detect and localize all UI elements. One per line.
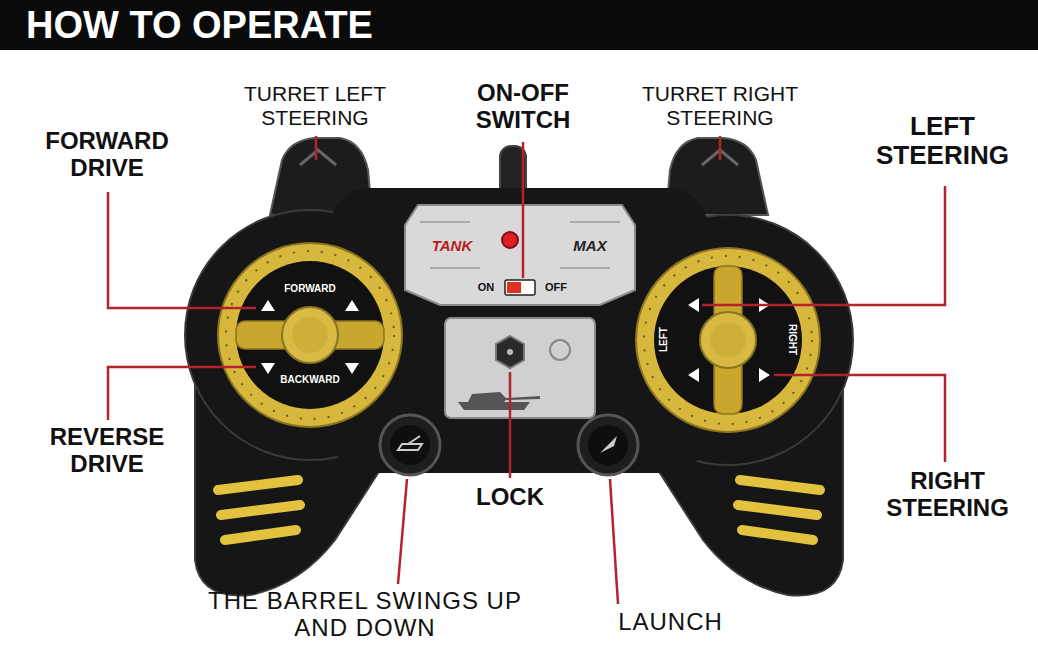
barrel-button: [380, 415, 440, 475]
right-stick: [636, 248, 820, 432]
leader-line: [522, 142, 525, 278]
direction-arrows: [688, 298, 770, 382]
callout-label: ON-OFF SWITCH: [458, 80, 588, 134]
knob-center: [710, 322, 746, 358]
direction-arrows: [261, 300, 359, 374]
leader-line: [509, 372, 512, 478]
leader-line: [315, 136, 318, 160]
switch-text: OFF: [538, 281, 574, 293]
top-panel: [405, 205, 635, 305]
button-text: BACKWARD: [265, 374, 355, 385]
left-ring-inner: [236, 261, 384, 409]
ring-ticks: [644, 256, 812, 424]
page-title: HOW TO OPERATE: [26, 3, 373, 47]
stripe: [740, 480, 820, 490]
barrel-icon: [398, 436, 422, 450]
stripe: [221, 505, 300, 515]
panel-emblem: [550, 340, 570, 360]
callout-label: LOCK: [455, 484, 565, 511]
callout-label: TURRET LEFT STEERING: [215, 82, 415, 129]
stripe: [225, 530, 296, 540]
grip-stripes: [218, 480, 820, 540]
launch-button: [578, 415, 638, 475]
callout-label: THE BARREL SWINGS UP AND DOWN: [205, 588, 525, 642]
ring-ticks: [226, 251, 394, 419]
stripe: [742, 530, 813, 540]
leader-line: [108, 367, 256, 420]
callout-label: RIGHT STEERING: [855, 468, 1038, 522]
bottom-panel: [445, 318, 595, 418]
left-knob: [282, 307, 338, 363]
switch-slider: [507, 282, 521, 293]
leader-line: [398, 479, 407, 584]
switch-text: ON: [470, 281, 502, 293]
bumper-arrow: [300, 150, 336, 165]
callout-label: LEFT STEERING: [850, 112, 1035, 170]
shell-icon: [600, 436, 617, 453]
button-face: [588, 425, 628, 465]
leader-line: [610, 479, 618, 604]
leader-line: [719, 136, 722, 160]
right-ring: [636, 248, 820, 432]
leader-lines: [108, 136, 945, 604]
title-bar: [0, 0, 1038, 50]
power-led: [502, 232, 518, 248]
stripe: [218, 480, 298, 490]
panel-text: MAX: [560, 238, 620, 255]
panel-text: TANK: [422, 238, 482, 255]
power-switch: [505, 280, 535, 295]
right-knob: [700, 312, 756, 368]
tank-icon: [458, 392, 540, 410]
button-face: [390, 425, 430, 465]
callout-label: LAUNCH: [608, 609, 733, 636]
left-stick: [218, 243, 402, 427]
knob-center: [292, 317, 328, 353]
callout-label: TURRET RIGHT STEERING: [620, 82, 820, 129]
button-rim: [380, 415, 440, 475]
right-ring-inner: [654, 266, 802, 414]
callout-label: REVERSE DRIVE: [22, 424, 192, 478]
controller-body: [185, 188, 853, 596]
button-text: LEFT: [658, 315, 669, 365]
callout-label: FORWARD DRIVE: [22, 128, 192, 182]
lock-dot: [507, 349, 513, 355]
left-ring: [218, 243, 402, 427]
leader-line: [108, 192, 256, 308]
button-rim: [578, 415, 638, 475]
lock-button: [496, 336, 524, 368]
button-text: RIGHT: [786, 315, 797, 365]
leader-line: [774, 375, 945, 462]
panel-lines: [420, 222, 620, 268]
button-text: FORWARD: [270, 283, 350, 294]
leader-line: [702, 186, 945, 305]
stripe: [738, 505, 817, 515]
